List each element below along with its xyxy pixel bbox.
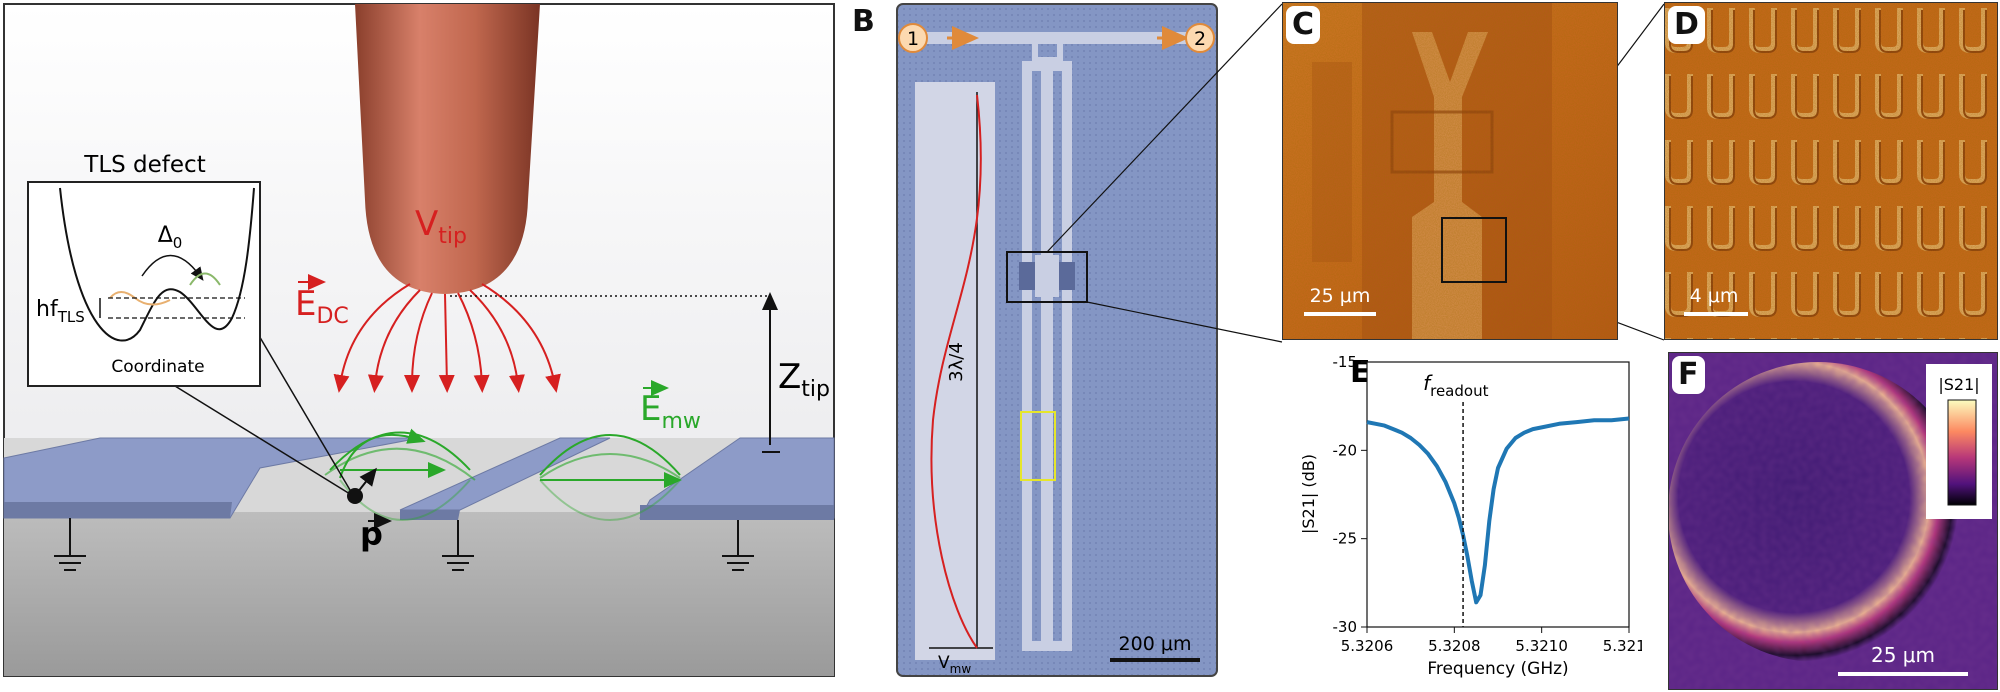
panel-c-letter: C (1286, 6, 1321, 44)
panel-c-afm-image: 25 μm (1282, 2, 1618, 340)
panel-d-letter: D (1668, 6, 1705, 44)
port-1-marker (898, 23, 928, 53)
y-tick-label: -30 (1333, 618, 1358, 636)
panel-b-chip-image: 1 2 3λ/4 Vmw 200 μm (896, 3, 1218, 677)
x-axis-label: Frequency (GHz) (1427, 659, 1568, 679)
x-tick-label: 5.3206 (1341, 637, 1394, 655)
substrate (4, 512, 834, 676)
scale-label-d: 4 μm (1690, 285, 1739, 307)
y-tick-label: -15 (1333, 353, 1358, 371)
z-tip-label: Ztip (778, 357, 830, 402)
panel-f-letter: F (1672, 356, 1705, 394)
readout-annotation: freadout (1423, 371, 1489, 400)
port-2-marker (1185, 23, 1215, 53)
colorbar (1947, 399, 1977, 506)
voltage-mode-curve (930, 94, 982, 649)
p-label: p (360, 515, 383, 553)
panel-e-letter: E (1350, 355, 1371, 390)
panel-e-chart: E 5.3206 5.3208 5.3210 5.3212 -15 -20 -25 -30 f… (1299, 353, 1642, 679)
double-well-potential (59, 187, 255, 342)
port-2-label: 2 (1194, 28, 1206, 50)
v-mw-label: Vmw (938, 653, 971, 676)
feedline (911, 32, 1201, 44)
e-dc-label: EDC (295, 284, 349, 329)
ground-icon (54, 518, 86, 571)
colorbar-label: |S21| (1938, 375, 1979, 394)
s21-series-line (1366, 416, 1630, 605)
panel-f-map-image: |S21| 25 μm (1668, 352, 1998, 690)
dipole-arrow (349, 467, 377, 503)
hf-label: hfTLS (36, 297, 85, 326)
y-tick-label: -25 (1333, 530, 1358, 548)
panel-a-illustration: TLS defect Δ0 hfTLS Coordinate Vtip EDC … (3, 3, 835, 677)
tls-title: TLS defect (83, 152, 205, 178)
x-tick-label: 5.3208 (1428, 637, 1481, 655)
x-tick-label: 5.3212 (1603, 637, 1642, 655)
x-tick-label: 5.3210 (1515, 637, 1568, 655)
y-axis-label: |S21| (dB) (1299, 454, 1318, 534)
mode-inset (915, 82, 995, 660)
zoom-box-d (1441, 217, 1507, 283)
ground-icon (722, 520, 754, 571)
tls-inset (27, 181, 261, 387)
afm-tip (355, 4, 540, 294)
scale-label-c: 25 μm (1310, 285, 1371, 307)
dc-field-lines (333, 283, 561, 393)
plot-area (1366, 361, 1630, 628)
delta-label: Δ0 (158, 223, 183, 252)
v-tip-label: Vtip (415, 204, 467, 249)
lambda-label: 3λ/4 (946, 342, 967, 382)
panel-b-letter: B (852, 4, 875, 39)
zoom-box-f (1020, 411, 1056, 481)
y-tick-label: -20 (1333, 441, 1358, 459)
ground-icon (442, 520, 474, 571)
scale-label-f: 25 μm (1871, 643, 1935, 667)
scale-label-b: 200 μm (1119, 633, 1192, 655)
port-1-label: 1 (907, 28, 919, 50)
coordinate-label: Coordinate (111, 357, 204, 377)
panel-d-afm-image: 4 μm (1664, 2, 1998, 340)
e-mw-label: Emw (640, 389, 701, 434)
